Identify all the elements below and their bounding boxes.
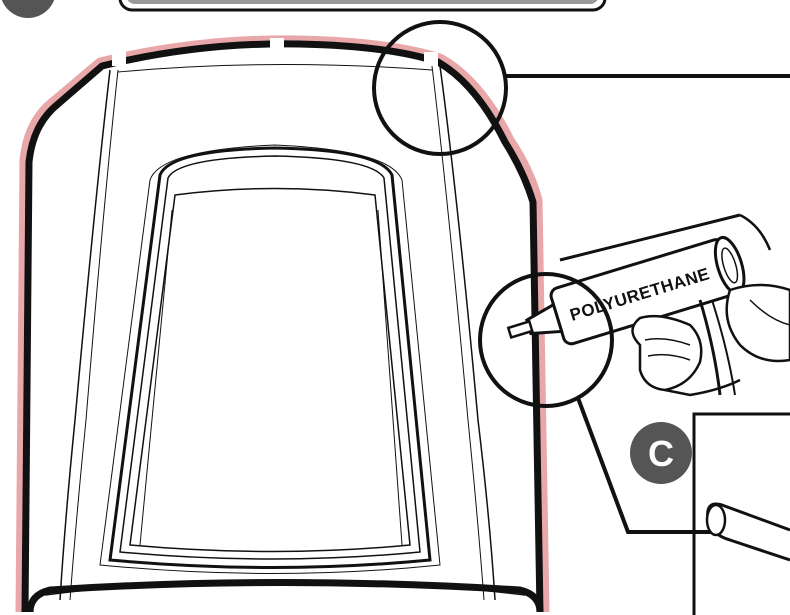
hood-outline xyxy=(25,44,540,612)
hood-scoop xyxy=(100,145,440,574)
hood-inner-left-line xyxy=(60,70,110,600)
step-c-panel: C xyxy=(630,414,790,615)
hood-bottom-edge xyxy=(30,583,540,613)
step-badge-letter: C xyxy=(648,433,674,474)
hood-panel xyxy=(20,38,545,612)
step-circle-partial xyxy=(0,0,56,18)
hood-seal-edge xyxy=(20,40,545,612)
header-bar xyxy=(120,0,605,10)
hand-right xyxy=(700,285,790,395)
step-c-tool xyxy=(707,504,790,560)
detail-circle-side xyxy=(480,274,612,406)
detail-callout-top xyxy=(374,22,790,154)
hand-left xyxy=(633,316,741,395)
